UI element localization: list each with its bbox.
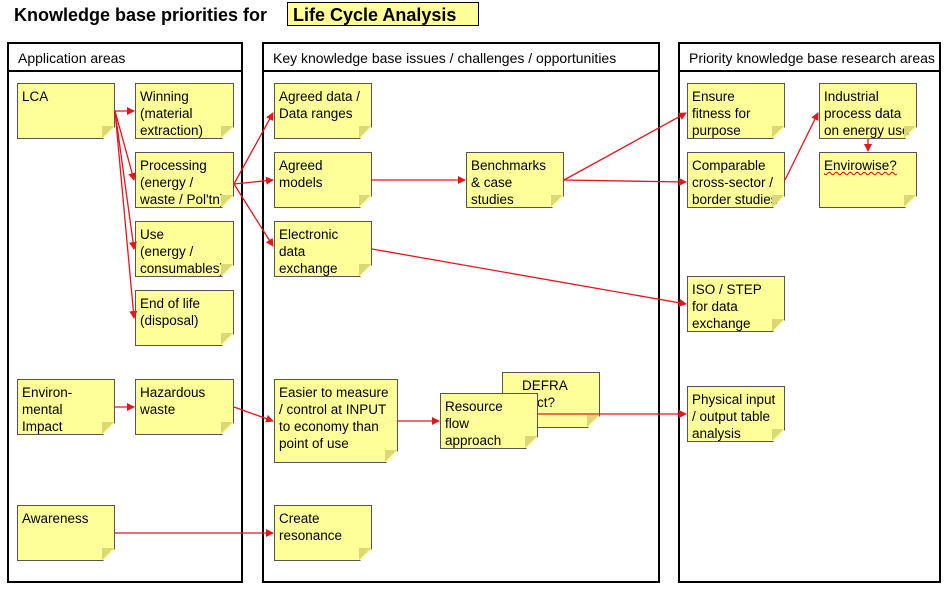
note-iso-step-text: ISO / STEP for data exchange (692, 282, 762, 331)
note-create-resonance-text: Create resonance (279, 511, 343, 543)
note-winning-text: Winning (material extraction) (140, 89, 204, 138)
note-lca-text: LCA (22, 89, 49, 104)
note-envirowise-text: Envirowise? (824, 158, 897, 173)
note-hazardous-waste-text: Hazardous waste (140, 385, 206, 417)
note-easier-to-measure-text: Easier to measure / control at INPUT to … (279, 385, 389, 451)
note-agreed-data: Agreed data / Data ranges (274, 83, 372, 139)
note-agreed-data-text: Agreed data / Data ranges (279, 89, 361, 121)
note-environmental-impact: Environ- mental Impact (17, 379, 115, 435)
note-industrial-process-text: Industrial process data on energy use (824, 89, 910, 138)
note-electronic-data-exchange-text: Electronic data exchange (279, 227, 339, 276)
note-winning: Winning (material extraction) (135, 83, 234, 139)
note-resource-flow-text: Resource flow approach (445, 399, 503, 448)
note-envirowise: Envirowise? (819, 152, 917, 208)
diagram-title-highlight: Life Cycle Analysis (287, 2, 479, 26)
note-electronic-data-exchange: Electronic data exchange (274, 221, 372, 277)
note-use: Use (energy / consumables) (135, 221, 234, 277)
note-physical-io: Physical input / output table analysis (687, 386, 785, 442)
note-processing-text: Processing (energy / waste / Pol'tn) (140, 158, 225, 207)
note-ensure-fitness-text: Ensure fitness for purpose (692, 89, 751, 138)
note-awareness: Awareness (17, 505, 115, 561)
note-physical-io-text: Physical input / output table analysis (692, 392, 776, 441)
note-environmental-impact-text: Environ- mental Impact (22, 385, 73, 434)
note-ensure-fitness: Ensure fitness for purpose (687, 83, 785, 139)
note-hazardous-waste: Hazardous waste (135, 379, 234, 435)
note-processing: Processing (energy / waste / Pol'tn) (135, 152, 234, 208)
note-agreed-models: Agreed models (274, 152, 372, 208)
note-easier-to-measure: Easier to measure / control at INPUT to … (274, 379, 398, 463)
application-areas-header: Application areas (9, 44, 241, 72)
note-agreed-models-text: Agreed models (279, 158, 323, 190)
note-lca: LCA (17, 83, 115, 139)
research-areas-header: Priority knowledge base research areas (680, 44, 939, 72)
note-comparable: Comparable cross-sector / border studies (687, 152, 785, 208)
note-use-text: Use (energy / consumables) (140, 227, 225, 276)
diagram-title: Knowledge base priorities for (14, 5, 268, 25)
note-benchmarks: Benchmarks & case studies (466, 152, 564, 208)
note-end-of-life-text: End of life (disposal) (140, 296, 201, 328)
note-resource-flow: Resource flow approach (440, 393, 538, 449)
note-end-of-life: End of life (disposal) (135, 290, 234, 346)
issues-header: Key knowledge base issues / challenges /… (264, 44, 658, 72)
note-benchmarks-text: Benchmarks & case studies (471, 158, 547, 207)
note-industrial-process: Industrial process data on energy use (819, 83, 917, 139)
note-awareness-text: Awareness (22, 511, 89, 526)
note-iso-step: ISO / STEP for data exchange (687, 276, 785, 332)
note-comparable-text: Comparable cross-sector / border studies (692, 158, 778, 207)
note-create-resonance: Create resonance (274, 505, 372, 561)
